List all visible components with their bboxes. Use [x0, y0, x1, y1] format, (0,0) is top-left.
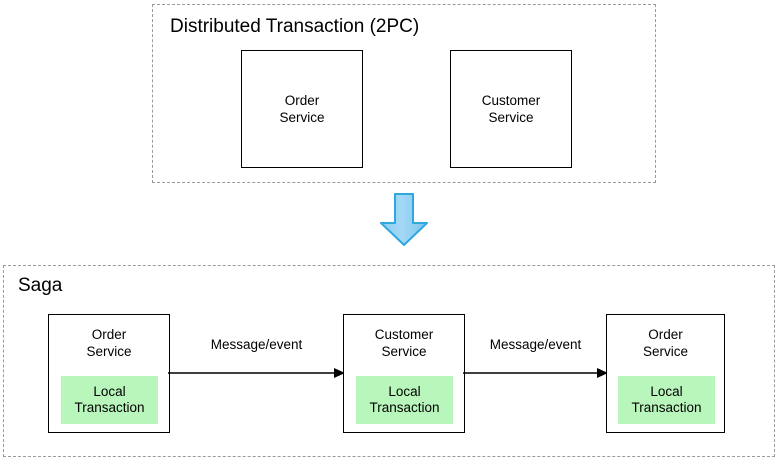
flow-arrow-1: [168, 366, 346, 380]
service-label-line2: Service: [86, 343, 132, 359]
local-transaction-line2: Transaction: [631, 400, 702, 415]
service-label-line2: Service: [381, 343, 427, 359]
edge-label-message-event-2: Message/event: [489, 337, 582, 352]
edge-label-message-event-1: Message/event: [210, 337, 303, 352]
down-arrow-icon: [378, 192, 430, 247]
service-label-line2: Service: [642, 343, 688, 359]
local-transaction-badge: Local Transaction: [61, 376, 158, 424]
local-transaction-line1: Local: [650, 383, 683, 399]
flow-arrow-2: [463, 366, 609, 380]
service-box-order-service-2pc[interactable]: Order Service: [241, 50, 363, 168]
saga-group-title: Saga: [18, 275, 63, 296]
saga-service-box-order-service-2[interactable]: Order Service Local Transaction: [606, 314, 725, 433]
service-label-line2: Service: [488, 109, 534, 125]
service-label-line1: Order: [284, 93, 320, 108]
service-label-line1: Customer: [481, 93, 541, 108]
local-transaction-line2: Transaction: [369, 400, 440, 415]
service-label-line2: Service: [279, 109, 325, 125]
distributed-transaction-group-title: Distributed Transaction (2PC): [170, 16, 420, 37]
local-transaction-badge: Local Transaction: [356, 376, 453, 424]
local-transaction-line1: Local: [388, 383, 421, 399]
service-label-line1: Customer: [374, 327, 434, 342]
saga-service-box-order-service[interactable]: Order Service Local Transaction: [48, 314, 170, 433]
service-label-line1: Order: [648, 327, 683, 342]
local-transaction-badge: Local Transaction: [618, 376, 715, 424]
saga-group: [3, 265, 775, 457]
local-transaction-line1: Local: [93, 383, 126, 399]
service-label-line1: Order: [91, 327, 127, 342]
saga-service-box-customer-service[interactable]: Customer Service Local Transaction: [343, 314, 465, 433]
distributed-transaction-group: [152, 4, 656, 183]
service-box-customer-service-2pc[interactable]: Customer Service: [450, 50, 572, 168]
local-transaction-line2: Transaction: [74, 400, 145, 415]
